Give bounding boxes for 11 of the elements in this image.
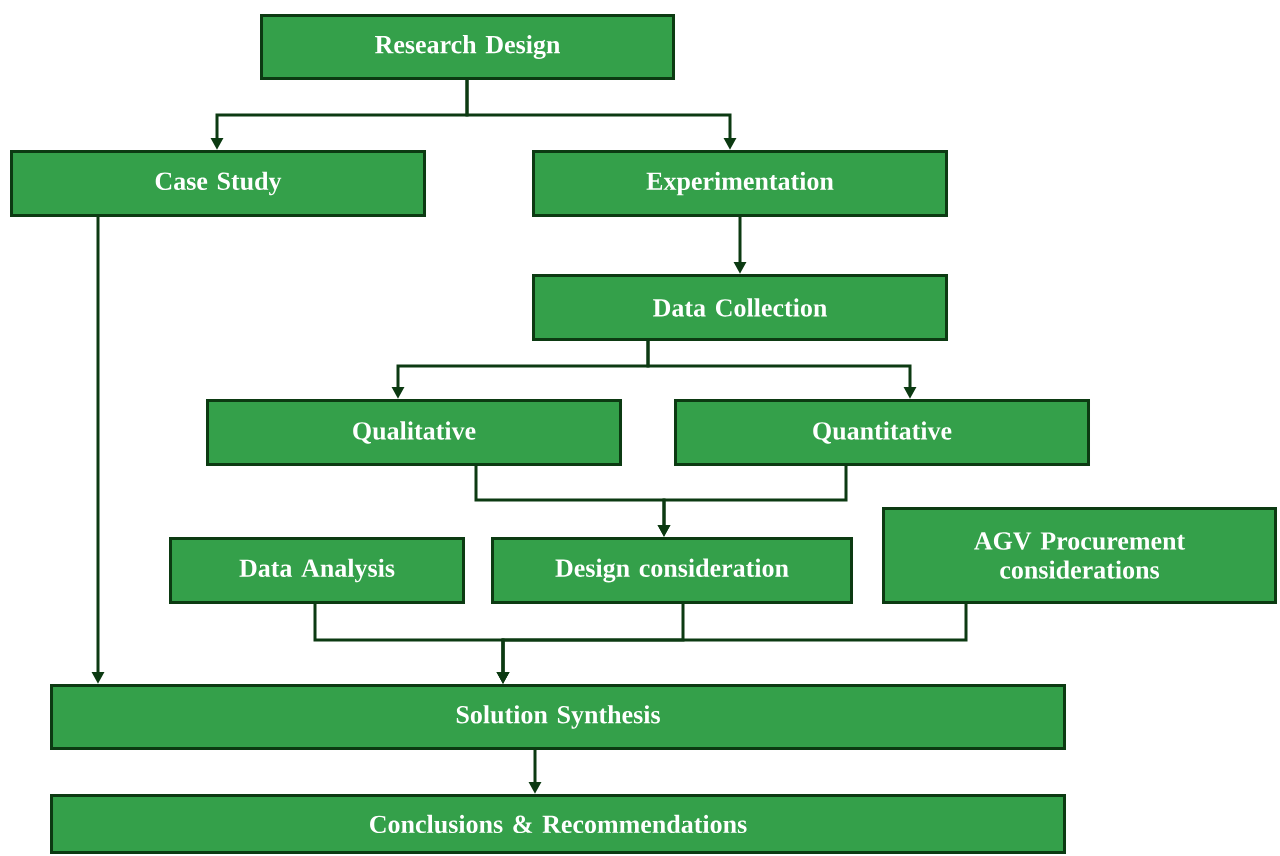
- process-box: Conclusions & Recommendations: [50, 794, 1066, 854]
- process-box: AGV Procurement considerations: [882, 507, 1277, 604]
- process-box: Case Study: [10, 150, 426, 217]
- process-box: Quantitative: [674, 399, 1090, 466]
- process-box: Design consideration: [491, 537, 853, 604]
- process-box: Qualitative: [206, 399, 622, 466]
- process-box: Data Analysis: [169, 537, 465, 604]
- process-box: Experimentation: [532, 150, 948, 217]
- process-box: Solution Synthesis: [50, 684, 1066, 750]
- process-box: Research Design: [260, 14, 675, 80]
- process-box: Data Collection: [532, 274, 948, 341]
